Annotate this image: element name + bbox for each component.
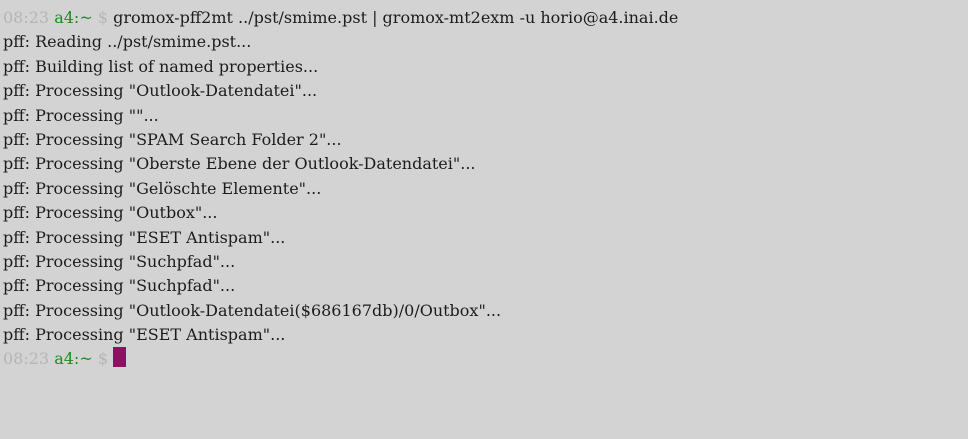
output-line: pff: Processing "SPAM Search Folder 2"..… xyxy=(3,129,342,149)
output-line: pff: Processing "Outlook-Datendatei($686… xyxy=(3,300,502,320)
output-line: pff: Building list of named properties..… xyxy=(3,56,319,76)
output-line: pff: Processing "Outbox"... xyxy=(3,203,218,223)
active-prompt-line[interactable]: 08:23 a4:~ $ xyxy=(3,347,968,371)
command-line: 08:23 a4:~ $ gromox-pff2mt ../pst/smime.… xyxy=(3,6,968,30)
output-line: pff: Processing ""... xyxy=(3,105,159,125)
output-line: pff: Processing "Suchpfad"... xyxy=(3,276,236,296)
text-cursor[interactable] xyxy=(113,347,127,368)
prompt-time: 08:23 xyxy=(3,349,50,369)
prompt-host: a4:~ xyxy=(54,8,93,27)
output-line: pff: Processing "Gelöschte Elemente"... xyxy=(3,178,322,198)
prompt-time: 08:23 xyxy=(3,8,50,27)
output-line: pff: Processing "ESET Antispam"... xyxy=(3,325,286,345)
prompt-host: a4:~ xyxy=(54,349,93,369)
command-text: gromox-pff2mt ../pst/smime.pst | gromox-… xyxy=(113,8,679,27)
output-line: pff: Processing "ESET Antispam"... xyxy=(3,227,286,247)
output-line: pff: Processing "Outlook-Datendatei"... xyxy=(3,81,318,101)
prompt-symbol: $ xyxy=(97,349,108,369)
output-line: pff: Processing "Suchpfad"... xyxy=(3,251,236,271)
prompt-symbol: $ xyxy=(97,8,108,27)
output-line: pff: Reading ../pst/smime.pst... xyxy=(3,32,252,52)
output-line: pff: Processing "Oberste Ebene der Outlo… xyxy=(3,154,476,174)
